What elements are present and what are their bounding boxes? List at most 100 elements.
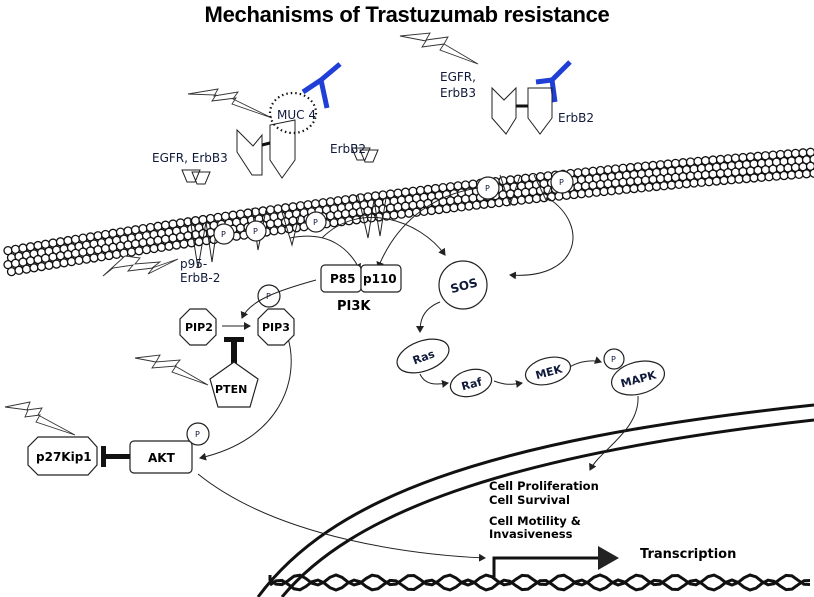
- raf-node: Raf: [449, 368, 493, 398]
- lipid-head: [584, 188, 594, 198]
- svg-text:P: P: [611, 355, 616, 364]
- lipid-head: [704, 177, 714, 187]
- lipid-head: [786, 170, 797, 180]
- p95-label-2: ErbB-2: [180, 271, 220, 285]
- lipid-head: [524, 194, 534, 204]
- lipid-head: [21, 264, 32, 274]
- cell-membrane: [3, 147, 814, 277]
- lipid-head: [741, 173, 752, 184]
- phosphate-group: P: [186, 422, 210, 446]
- lipid-head: [89, 253, 99, 263]
- lipid-head: [389, 210, 399, 220]
- outcome-survival: Cell Survival: [489, 493, 570, 507]
- pip2-node: PIP2: [179, 308, 217, 346]
- svg-text:Raf: Raf: [460, 375, 484, 393]
- phosphate-group: P: [245, 220, 267, 242]
- lipid-head: [51, 259, 62, 269]
- lipid-head: [36, 261, 47, 272]
- lipid-head: [614, 185, 624, 195]
- phosphate-group: P: [603, 348, 625, 370]
- lipid-head: [569, 189, 579, 200]
- lipid-head: [404, 208, 414, 218]
- p85-label: P85: [330, 272, 356, 286]
- lipid-head: [134, 246, 144, 256]
- lipid-head: [696, 177, 707, 188]
- erbb2-label-left: ErbB2: [330, 142, 366, 156]
- nuclear-envelope: [256, 403, 814, 597]
- lipid-head: [449, 203, 459, 213]
- erbb2-label-right: ErbB2: [558, 111, 594, 125]
- lipid-head: [531, 193, 542, 204]
- lipid-head: [396, 209, 407, 219]
- lipid-head: [809, 154, 814, 164]
- lipid-head: [591, 187, 602, 197]
- akt-p27-inhibition: [101, 446, 130, 467]
- lipid-head: [464, 201, 474, 211]
- trastuzumab-antibody-icon: [535, 60, 572, 103]
- lipid-head: [434, 204, 444, 215]
- svg-text:P: P: [253, 227, 258, 236]
- svg-text:P: P: [559, 178, 564, 187]
- lipid-head: [456, 202, 467, 212]
- pi3k-complex: P85 p110 PI3K: [320, 264, 402, 314]
- lipid-head: [651, 181, 662, 192]
- lipid-head: [479, 199, 489, 209]
- egfr-erbb3-label-left: EGFR, ErbB3: [152, 151, 228, 165]
- lipid-head: [689, 178, 699, 188]
- lipid-head: [81, 254, 92, 264]
- phosphate-group: P: [305, 211, 327, 233]
- lipid-head: [801, 169, 812, 179]
- lightning-bolt-icon: [102, 255, 179, 277]
- mapk-node: MAPK: [610, 360, 666, 396]
- lipid-head: [711, 176, 722, 186]
- lipid-head: [441, 204, 452, 214]
- lipid-head: [734, 174, 744, 184]
- lipid-head: [6, 266, 17, 277]
- lipid-head: [779, 170, 789, 181]
- lipid-head: [164, 241, 174, 251]
- diagram-title: Mechanisms of Trastuzumab resistance: [204, 2, 610, 27]
- phosphate-group: P: [550, 170, 574, 194]
- lipid-head: [809, 168, 814, 178]
- lipid-head: [179, 239, 189, 249]
- lipid-head: [66, 256, 77, 267]
- p95-label: p95-: [180, 257, 207, 271]
- lipid-head: [111, 249, 122, 259]
- lipid-head: [794, 169, 804, 180]
- svg-text:P: P: [195, 430, 200, 439]
- lipid-head: [59, 258, 69, 268]
- lipid-head: [471, 200, 482, 210]
- lipid-head: [426, 205, 437, 216]
- phosphate-group: P: [476, 176, 500, 200]
- lipid-head: [719, 175, 729, 186]
- lipid-head: [756, 172, 767, 182]
- outcome-invasiveness: Invasiveness: [489, 527, 573, 541]
- svg-text:P: P: [485, 184, 490, 193]
- dna-helix: [268, 573, 811, 592]
- lipid-head: [494, 197, 504, 208]
- lipid-head: [104, 250, 114, 261]
- lipid-head: [74, 255, 84, 266]
- egfr-label-right: EGFR,: [440, 70, 476, 84]
- lipid-head: [96, 252, 107, 262]
- muc4-label: MUC 4: [277, 108, 316, 122]
- lipid-head: [771, 171, 782, 181]
- lipid-head: [674, 179, 684, 190]
- p110-label: p110: [363, 272, 397, 286]
- p27kip1-node: p27Kip1: [27, 436, 98, 476]
- lipid-head: [44, 260, 54, 270]
- transcription-arrow: [492, 546, 619, 578]
- ras-node: Ras: [396, 338, 450, 374]
- trastuzumab-antibody-icon: [301, 62, 342, 109]
- lightning-bolt-icon: [187, 88, 273, 119]
- akt-node: AKT: [129, 440, 193, 474]
- lipid-head: [276, 225, 287, 235]
- pten-inhibition: [224, 337, 244, 364]
- lipid-head: [636, 183, 647, 193]
- lipid-head: [171, 240, 182, 250]
- pip3-node: PIP3: [257, 308, 295, 346]
- lipid-head: [606, 186, 617, 196]
- lipid-head: [644, 182, 654, 192]
- lipid-head: [516, 195, 527, 205]
